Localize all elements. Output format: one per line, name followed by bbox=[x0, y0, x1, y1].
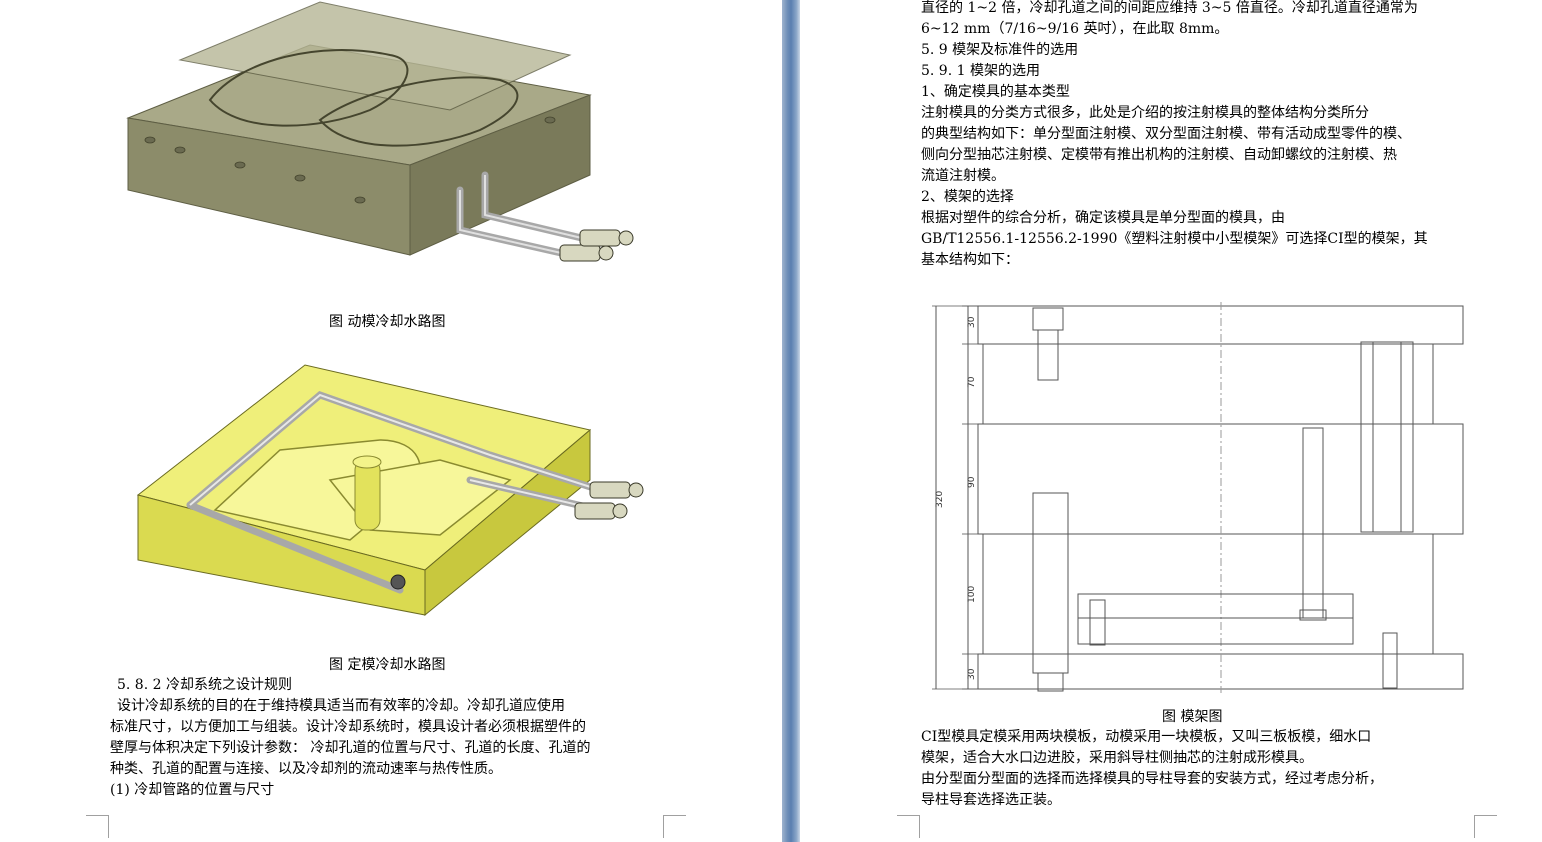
dim-320: 320 bbox=[935, 491, 945, 508]
figure-caption-fixed-mold: 图 定模冷却水路图 bbox=[329, 657, 446, 673]
item-2-line-1: 根据对塑件的综合分析，确定该模具是单分型面的模具，由 bbox=[921, 210, 1285, 226]
paragraph-line-4: 种类、孔道的配置与连接、以及冷却剂的流动速率与热传性质。 bbox=[110, 761, 502, 777]
crop-mark bbox=[663, 815, 686, 838]
dim-30-top: 30 bbox=[967, 316, 977, 328]
dim-100: 100 bbox=[967, 586, 977, 603]
bottom-line-1: CI型模具定模采用两块模板，动模采用一块模板，又叫三板板模，细水口 bbox=[921, 729, 1372, 745]
bottom-line-4: 导柱导套选择选正装。 bbox=[921, 792, 1061, 808]
section-heading-5-8-2: 5. 8. 2 冷却系统之设计规则 bbox=[117, 677, 292, 693]
paragraph-line-3: 壁厚与体积决定下列设计参数： 冷却孔道的位置与尺寸、孔道的长度、孔道的 bbox=[110, 740, 591, 756]
crop-mark bbox=[1474, 815, 1497, 838]
page-gutter bbox=[782, 0, 800, 842]
bottom-line-2: 模架，适合大水口边进胶，采用斜导柱侧抽芯的注射成形模具。 bbox=[921, 750, 1313, 766]
paragraph-line-2: 标准尺寸，以方便加工与组装。设计冷却系统时，模具设计者必须根据塑件的 bbox=[110, 719, 586, 735]
item-2-title: 2、模架的选择 bbox=[921, 189, 1014, 205]
paragraph-line-1: 设计冷却系统的目的在于维持模具适当而有效率的冷却。冷却孔道应使用 bbox=[117, 698, 565, 714]
dim-30-bottom: 30 bbox=[967, 668, 977, 680]
heading-5-9-1: 5. 9. 1 模架的选用 bbox=[921, 63, 1040, 79]
item-1-line-3: 侧向分型抽芯注射模、定模带有推出机构的注射模、自动卸螺纹的注射模、热 bbox=[921, 147, 1397, 163]
item-1-line-4: 流道注射模。 bbox=[921, 168, 1005, 184]
dim-90: 90 bbox=[967, 476, 977, 488]
bottom-line-3: 由分型面分型面的选择而选择模具的导柱导套的安装方式，经过考虑分析， bbox=[921, 771, 1383, 787]
crop-mark bbox=[86, 815, 109, 838]
document-page-right: 直径的 1~2 倍，冷却孔道之间的间距应维持 3~5 倍直径。冷却孔道直径通常为… bbox=[800, 0, 1542, 842]
text-line-top-2: 6~12 mm（7/16~9/16 英吋），在此取 8mm。 bbox=[921, 21, 1229, 37]
item-1-title: 1、确定模具的基本类型 bbox=[921, 84, 1070, 100]
figure-caption-moving-mold: 图 动模冷却水路图 bbox=[329, 314, 446, 330]
heading-5-9: 5. 9 模架及标准件的选用 bbox=[921, 42, 1079, 58]
figure-fixed-mold-cooling bbox=[136, 364, 644, 617]
crop-mark bbox=[897, 815, 920, 838]
document-page-left: 图 动模冷却水路图 图 定模冷却水路图 bbox=[86, 1, 686, 838]
dim-70: 70 bbox=[967, 376, 977, 388]
figure-caption-mold-base: 图 模架图 bbox=[1162, 709, 1223, 725]
item-1-line-2: 的典型结构如下：单分型面注射模、双分型面注射模、带有活动成型零件的模、 bbox=[921, 126, 1411, 142]
text-line-top-1: 直径的 1~2 倍，冷却孔道之间的间距应维持 3~5 倍直径。冷却孔道直径通常为 bbox=[921, 0, 1418, 16]
item-1-line-1: 注射模具的分类方式很多，此处是介绍的按注射模具的整体结构分类所分 bbox=[921, 105, 1369, 121]
mold-base-drawing: 30 70 90 100 30 320 bbox=[932, 302, 1464, 693]
figure-moving-mold-cooling bbox=[126, 1, 634, 262]
item-2-line-3: 基本结构如下： bbox=[921, 252, 1019, 268]
item-2-line-2: GB/T12556.1-12556.2-1990《塑料注射模中小型模架》可选择C… bbox=[921, 231, 1428, 247]
list-item-cooling-pipe: (1) 冷却管路的位置与尺寸 bbox=[110, 782, 275, 798]
